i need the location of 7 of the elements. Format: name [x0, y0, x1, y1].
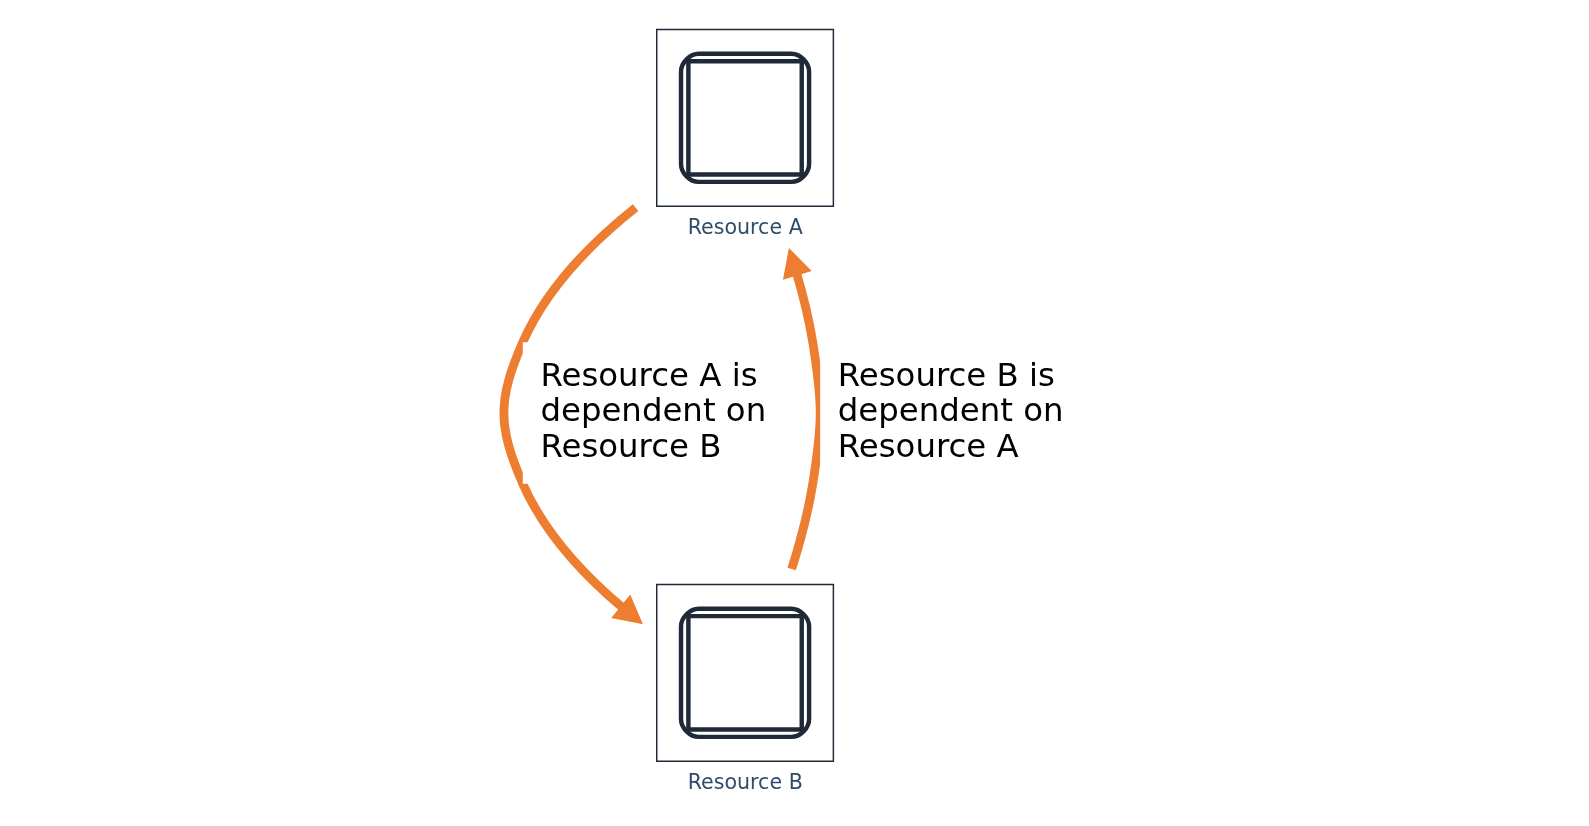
node-label: Resource B	[687, 770, 803, 795]
node-box	[656, 583, 835, 762]
node-box	[656, 28, 835, 207]
edge-label: Resource A is dependent on Resource B	[540, 355, 767, 465]
node-label: Resource A	[687, 215, 803, 240]
arrow	[499, 204, 643, 625]
edge-label: Resource B is dependent on Resource A	[837, 355, 1064, 465]
